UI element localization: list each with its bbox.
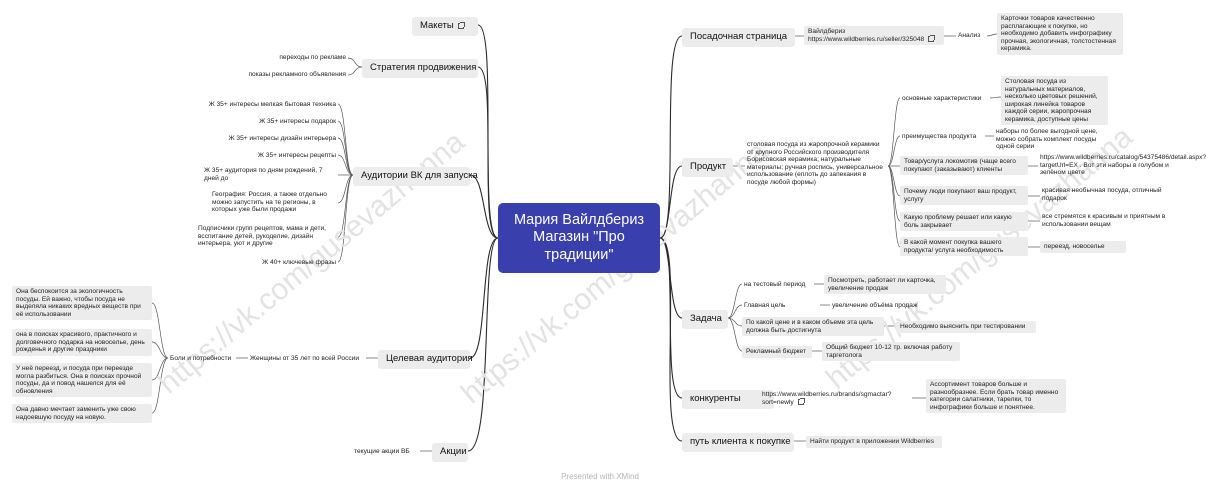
- topic-competitors[interactable]: конкуренты: [682, 390, 774, 409]
- task-answer[interactable]: Посмотреть, работает ли карточка, увелич…: [824, 275, 946, 295]
- product-question[interactable]: Какую проблему решает или какую боль зак…: [900, 212, 1028, 232]
- audience-item[interactable]: Ж 35+ интересы мелкая бытовая техника: [208, 101, 336, 108]
- topic-target-audience[interactable]: Целевая аудитория: [378, 350, 473, 369]
- product-answer[interactable]: все стремятся к красивым и приятным в ис…: [1042, 213, 1166, 228]
- landing-analysis[interactable]: Анализ: [958, 32, 981, 39]
- external-link-icon[interactable]: [797, 397, 805, 405]
- audience-item[interactable]: Ж 40+ ключевые фразы: [262, 259, 336, 266]
- audience-item[interactable]: Ж 35+ интересы дизайн интерьера: [228, 135, 337, 142]
- external-link-icon[interactable]: [928, 34, 936, 42]
- landing-note[interactable]: Карточки товаров качественно расплагающи…: [997, 13, 1123, 55]
- product-answer[interactable]: красивая необычная посуда, отличный пода…: [1042, 187, 1162, 202]
- pain-item[interactable]: У неё переезд, и посуда при переезде мог…: [12, 363, 152, 398]
- product-question[interactable]: Товар/услуга локомотив (чаще всего покуп…: [900, 156, 1028, 176]
- task-question[interactable]: Главная цель: [744, 302, 786, 309]
- competitor-link[interactable]: https://www.wildberries.ru/brands/sgmact…: [760, 390, 912, 407]
- product-desc[interactable]: столовая посуда из жаропрочной керамики …: [747, 141, 883, 186]
- central-topic[interactable]: Мария Вайлдбериз Магазин "Про традиции": [498, 203, 660, 273]
- product-question[interactable]: В какой момент покупка вашего продукта/ …: [900, 237, 1028, 257]
- task-question[interactable]: на тестовый период: [744, 281, 806, 288]
- audience-item[interactable]: Ж 35+ интересы подарок: [259, 118, 336, 125]
- external-link-icon[interactable]: [457, 22, 465, 29]
- promo-item[interactable]: текущие акции ВБ: [354, 448, 410, 455]
- product-question[interactable]: Почему люди покупают ваш продукт, услугу: [900, 186, 1028, 206]
- product-answer[interactable]: https://www.wildberries.ru/catalog/54375…: [1040, 154, 1206, 177]
- product-answer[interactable]: Столовая посуда из натуральных материало…: [1001, 76, 1108, 126]
- audience-item[interactable]: Ж 35+ интересы рецепты: [257, 152, 336, 159]
- audience-item[interactable]: Подписчики групп рецептов, мама и дети, …: [198, 225, 327, 248]
- product-answer[interactable]: наборы по более выгодной цене, можно соб…: [996, 128, 1098, 151]
- pain-item[interactable]: Она беспокоится за экологичность посуды.…: [12, 286, 152, 321]
- product-question[interactable]: основные характеристики: [902, 95, 982, 102]
- topic-promo[interactable]: Акции: [432, 443, 468, 462]
- audience-item[interactable]: Ж 35+ аудитория по дням рождений, 7 дней…: [204, 167, 323, 182]
- footer-credit: Presented with XMind: [561, 472, 639, 481]
- landing-link[interactable]: Вайлдбериз https://www.wildberries.ru/se…: [804, 26, 944, 46]
- topic-makety[interactable]: Макеты: [412, 17, 478, 36]
- strategy-item[interactable]: показы рекламного объявления: [248, 71, 346, 78]
- task-question[interactable]: По какой цене и в каком объеме эта цель …: [742, 317, 884, 337]
- pain-item[interactable]: Она давно мечтает заменить уже свою надо…: [12, 404, 152, 424]
- task-question[interactable]: Рекламный бюджет: [742, 346, 812, 358]
- task-answer[interactable]: увеличение объёма продаж: [832, 302, 918, 309]
- target-pains[interactable]: Боли и потребности: [170, 355, 232, 362]
- strategy-item[interactable]: переходы по рекламе: [279, 54, 346, 61]
- pain-item[interactable]: она в поисках красивого, практичного и д…: [12, 329, 152, 356]
- task-answer[interactable]: Общий бюджет 10-12 тр. включая работу та…: [822, 342, 960, 362]
- topic-landing[interactable]: Посадочная страница: [682, 28, 795, 47]
- customer-path-item[interactable]: Найти продукт в приложении Wildberries: [806, 436, 942, 448]
- task-answer[interactable]: Необходимо выяснить при тестировании: [896, 321, 1036, 333]
- topic-audience-vk[interactable]: Аудитории ВК для запуска: [353, 167, 478, 186]
- product-question[interactable]: преимущества продукта: [902, 133, 977, 140]
- topic-task[interactable]: Задача: [682, 310, 728, 329]
- landing-link-text: Вайлдбериз https://www.wildberries.ru/se…: [808, 28, 925, 43]
- topic-customer-path[interactable]: путь клиента к покупке: [682, 433, 794, 452]
- topic-strategy[interactable]: Стратегия продвижения: [362, 59, 478, 78]
- competitor-note[interactable]: Ассортимент товаров больше и разнообразн…: [926, 379, 1066, 414]
- product-answer[interactable]: переезд, новоселье: [1040, 241, 1126, 253]
- target-women[interactable]: Женщины от 35 лет по всей России: [250, 355, 360, 362]
- audience-item[interactable]: География: Россия, а также отдельно можн…: [212, 191, 327, 214]
- topic-makety-label: Макеты: [420, 20, 454, 31]
- competitor-link-text: https://www.wildberries.ru/brands/sgmact…: [762, 391, 892, 406]
- topic-product[interactable]: Продукт: [682, 158, 733, 177]
